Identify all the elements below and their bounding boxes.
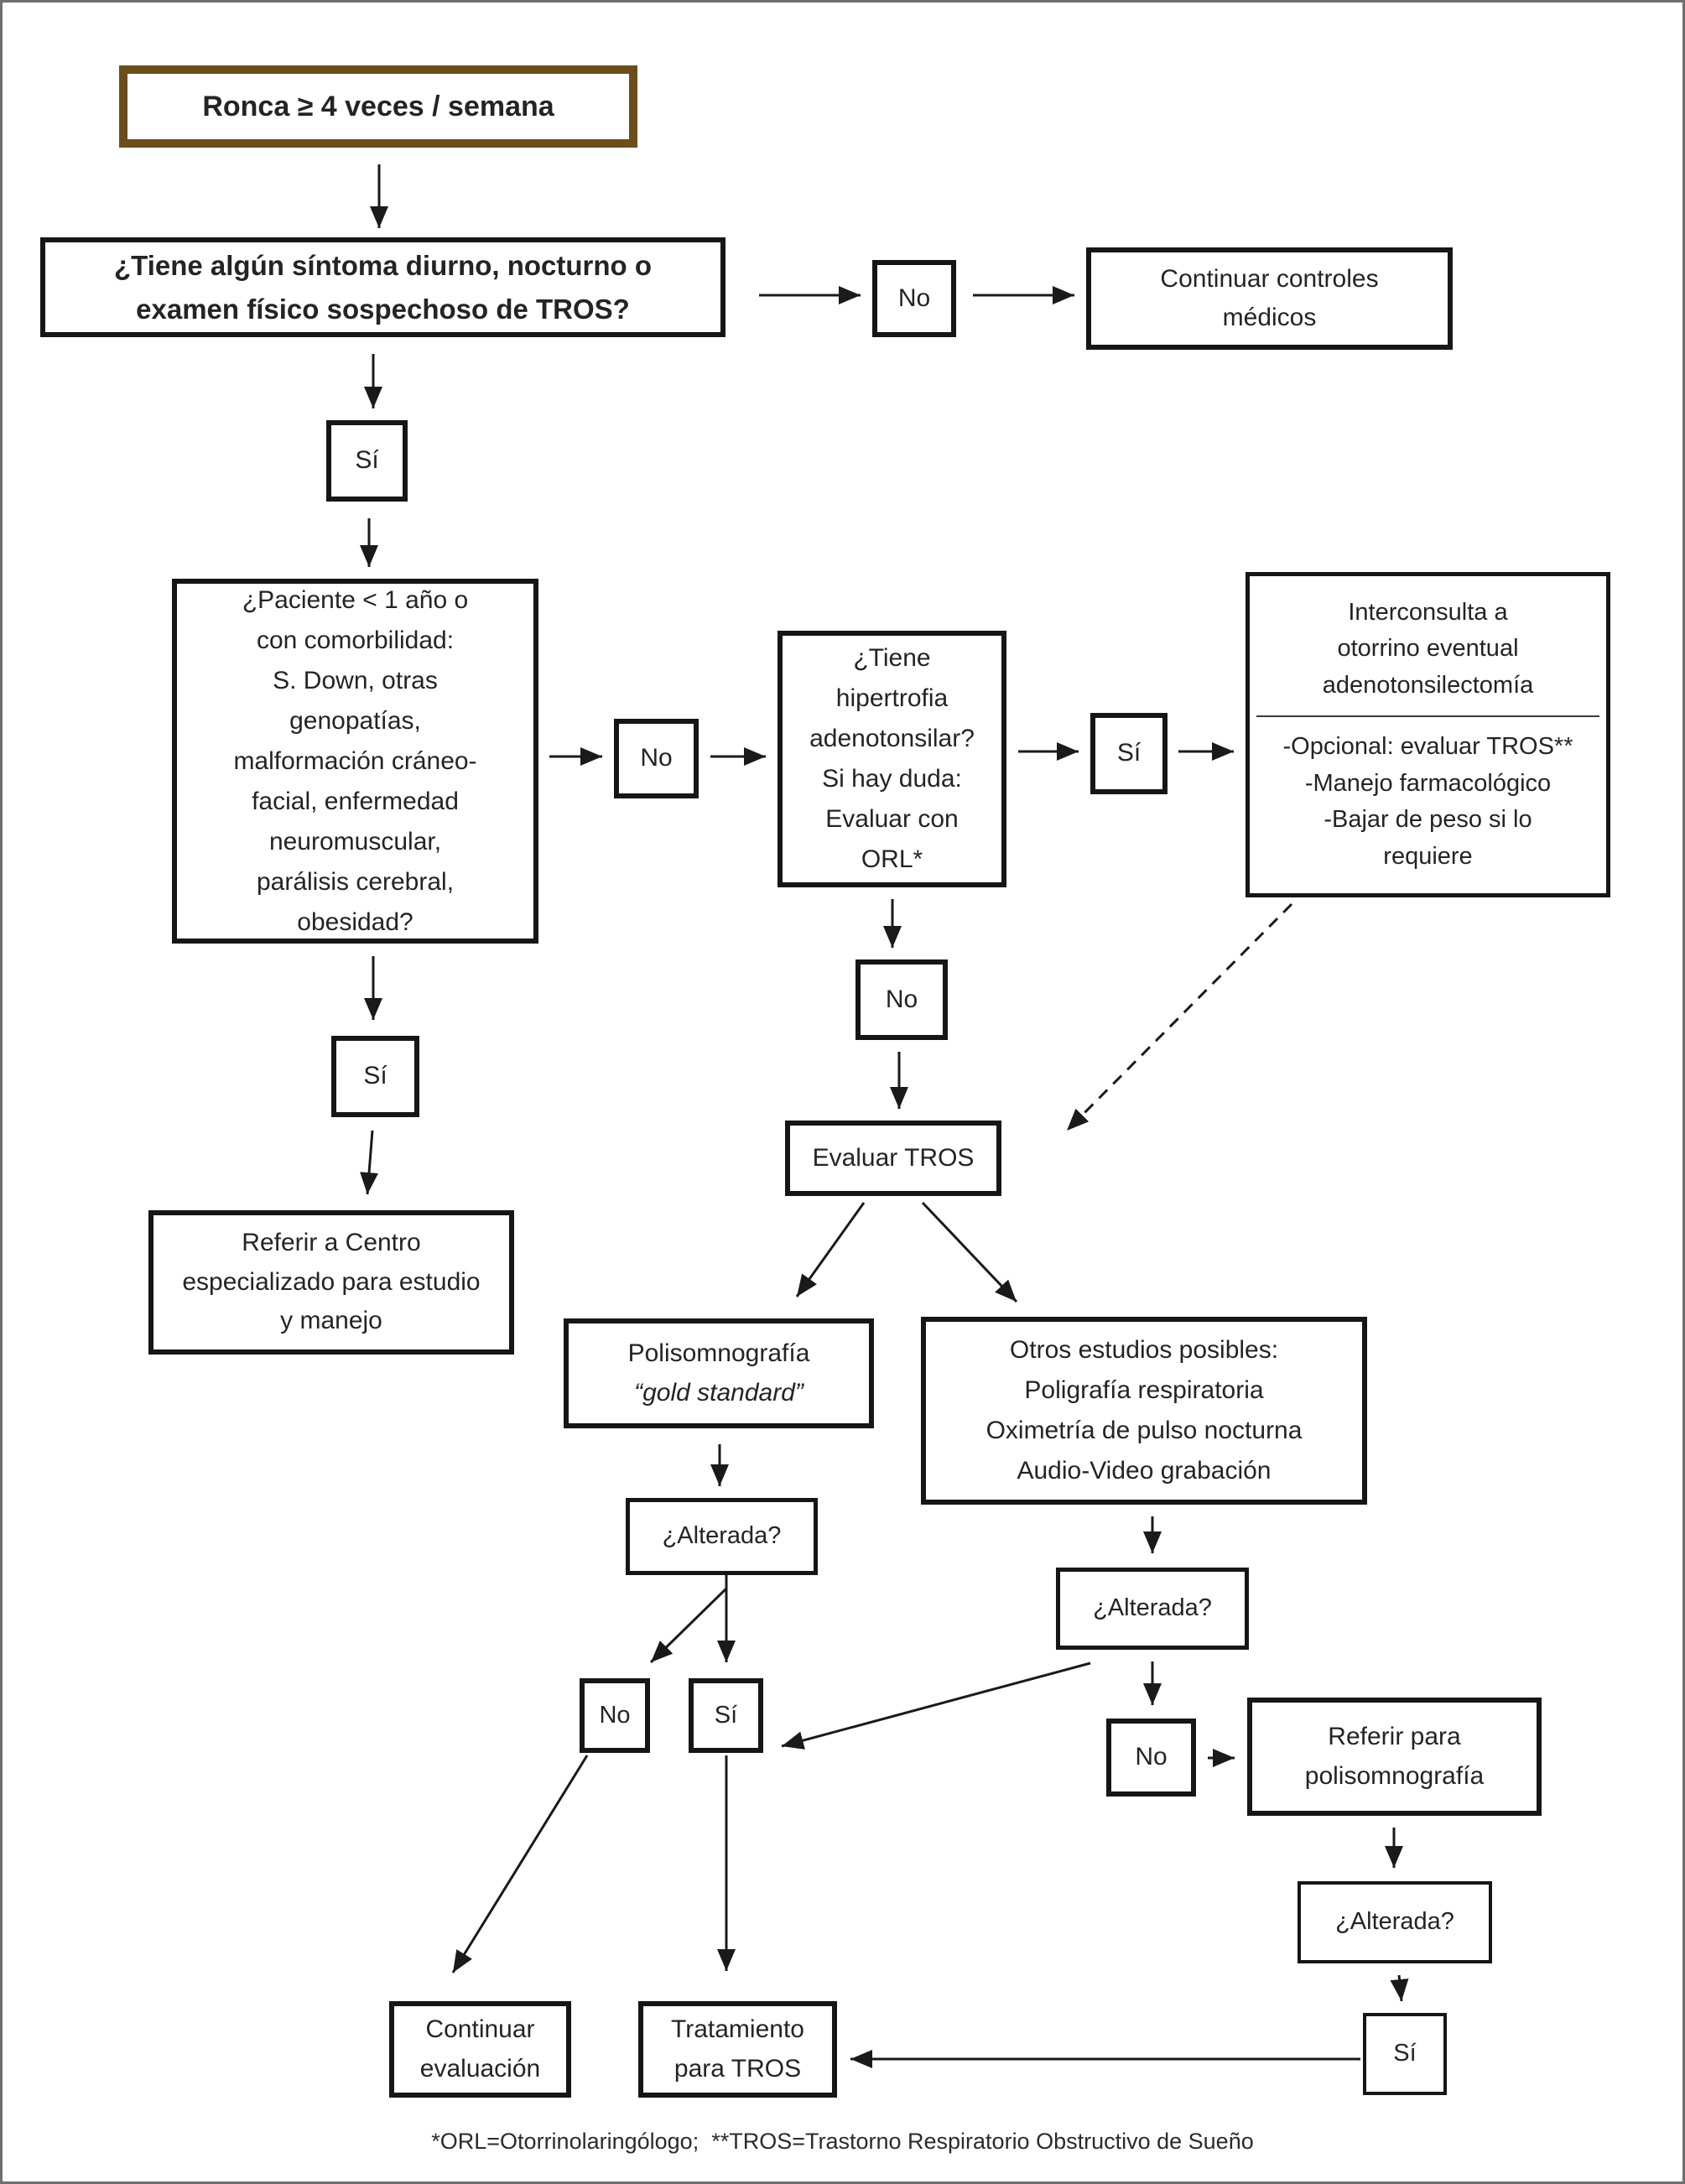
node-tros-treatment: Tratamiento para TROS: [638, 2001, 837, 2098]
node-no-hypertrophy: No: [856, 959, 948, 1040]
node-other-altered-question: ¿Alterada?: [1056, 1568, 1249, 1650]
node-psg-altered-question: ¿Alterada?: [626, 1498, 818, 1575]
divider-line: [1256, 715, 1599, 718]
node-polysomnography: Polisomnografía “gold standard”: [564, 1318, 874, 1428]
node-yes-final: Sí: [1363, 2013, 1447, 2095]
arrow-alterada-to-si-diagonal: [781, 1661, 1091, 1750]
node-comorbidity-question: ¿Paciente < 1 año o con comorbilidad: S.…: [172, 579, 538, 944]
node-continue-evaluation: Continuar evaluación: [389, 2001, 571, 2098]
node-refer-polysomnography: Referir para polisomnografía: [1247, 1698, 1542, 1816]
node-ent-referral: Interconsulta a otorrino eventual adenot…: [1246, 572, 1610, 897]
node-yes-comorbidity: Sí: [331, 1036, 419, 1117]
arrow-si-to-referir-centro: [360, 1130, 379, 1195]
node-ronca-frequency: Ronca ≥ 4 veces / semana: [119, 65, 637, 148]
node-yes-hypertrophy: Sí: [1090, 713, 1168, 794]
node-continue-medical-controls: Continuar controles médicos: [1086, 247, 1453, 350]
node-no-psg-altered: No: [580, 1678, 650, 1753]
arrow-alterada-to-si-final: [1390, 1974, 1409, 2002]
arrow-evaluar-to-otros: [921, 1201, 1018, 1303]
node-psg-confirm-altered-question: ¿Alterada?: [1298, 1881, 1492, 1963]
node-symptom-question: ¿Tiene algún síntoma diurno, nocturno o …: [40, 237, 725, 337]
node-yes-psg-altered: Sí: [689, 1678, 763, 1753]
abbreviations-footnote: *ORL=Otorrinolaringólogo; **TROS=Trastor…: [431, 2129, 1254, 2154]
arrow-no-to-continuar: [451, 1755, 589, 1973]
arrow-interconsulta-to-evaluar-dashed: [1065, 902, 1293, 1132]
node-adenotonsillar-hypertrophy-question: ¿Tiene hipertrofia adenotonsilar? Si hay…: [777, 631, 1006, 887]
node-other-studies: Otros estudios posibles: Poligrafía resp…: [921, 1317, 1367, 1505]
node-refer-specialized-center: Referir a Centro especializado para estu…: [148, 1210, 514, 1355]
node-no-other-altered: No: [1106, 1719, 1196, 1797]
node-no-comorbidity: No: [614, 719, 699, 798]
node-evaluate-tros: Evaluar TROS: [785, 1121, 1001, 1196]
arrow-evaluar-to-polisomnografia: [795, 1202, 866, 1297]
node-yes-symptoms: Sí: [326, 420, 408, 502]
arrow-alterada-to-no-diagonal: [649, 1587, 728, 1664]
node-no-symptoms: No: [872, 260, 956, 337]
